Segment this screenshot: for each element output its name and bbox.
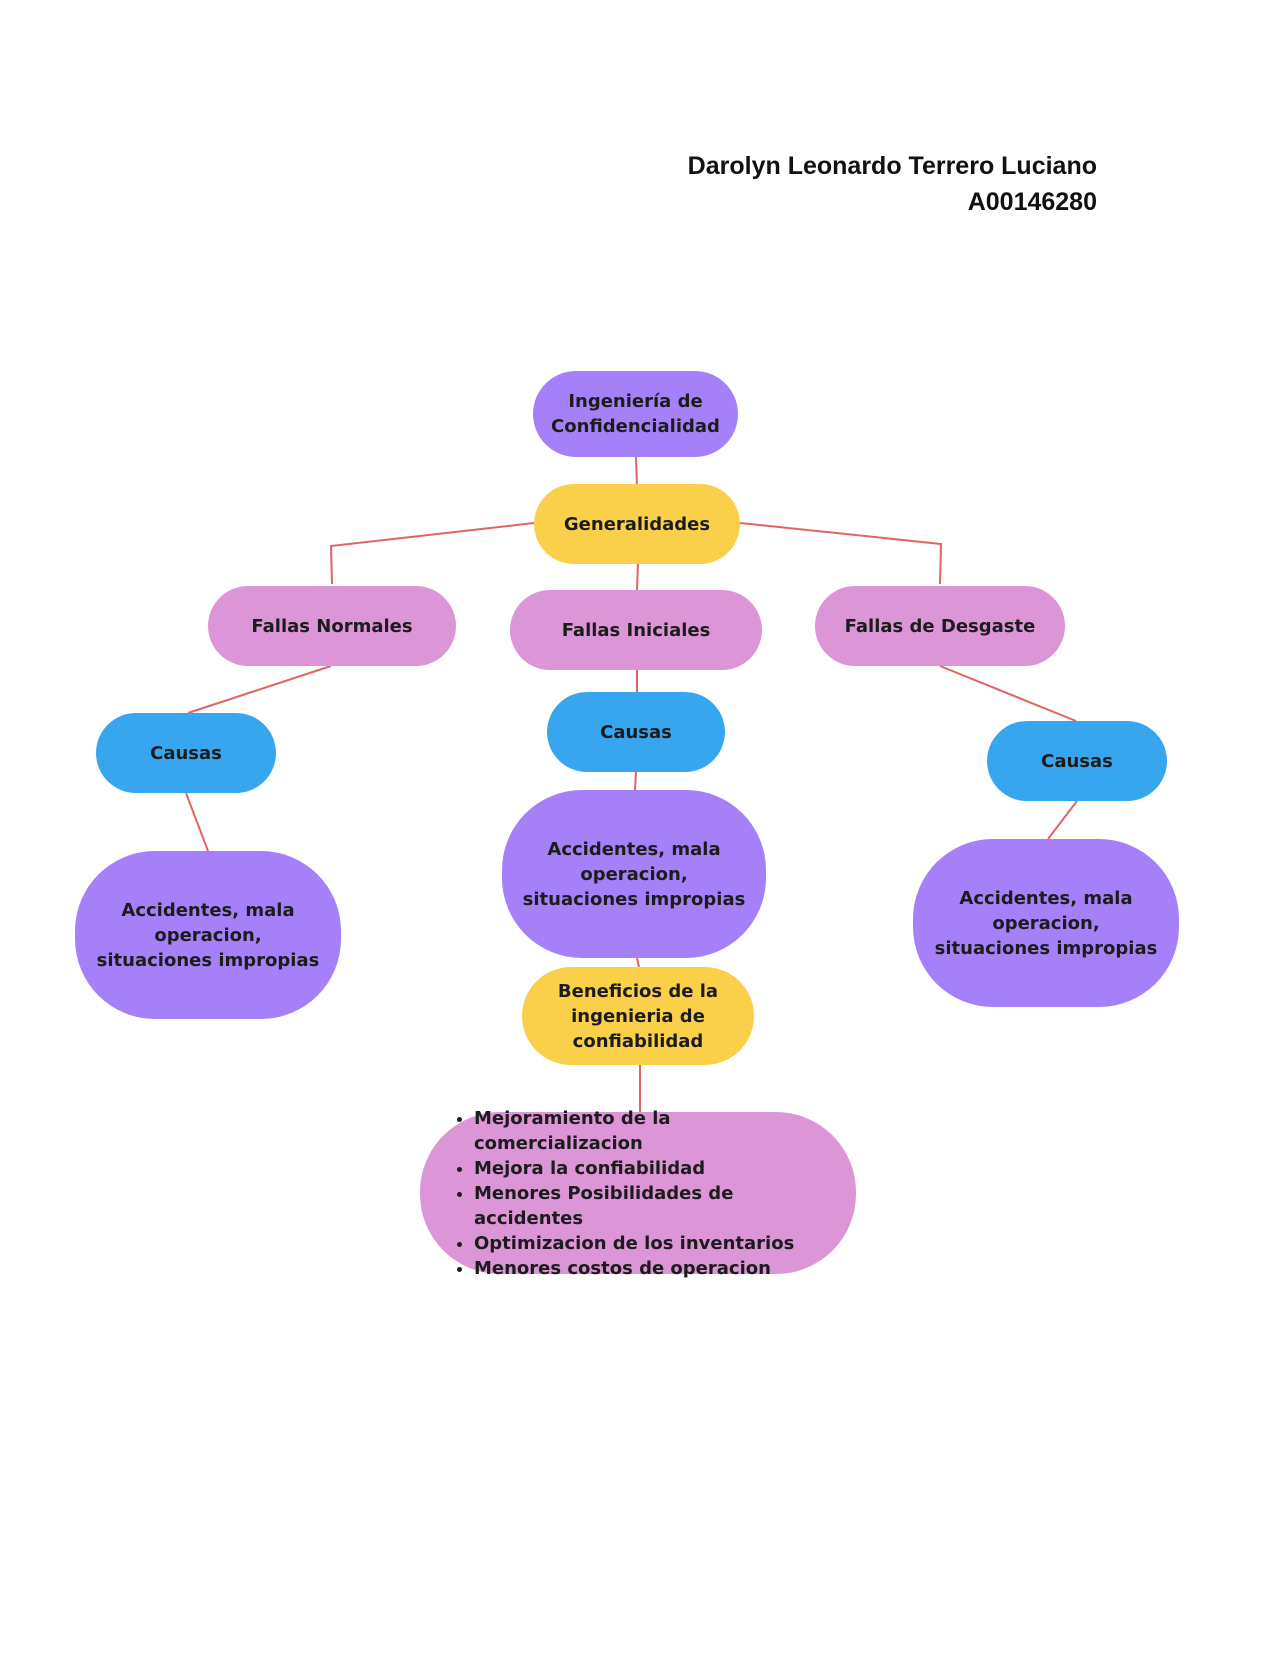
connector-general-right xyxy=(739,522,943,585)
causes-node-left: Causas xyxy=(96,713,276,793)
detail-node-right: Accidentes, mala operacion, situaciones … xyxy=(913,839,1179,1007)
benefit-item: Mejora la confiabilidad xyxy=(474,1156,836,1181)
connector-center-benefits xyxy=(636,957,640,968)
connector-general-center xyxy=(636,561,639,591)
branch-center-label: Fallas Iniciales xyxy=(561,619,711,641)
author-name: Darolyn Leonardo Terrero Luciano xyxy=(687,152,1097,180)
connector-general-left xyxy=(329,522,535,585)
student-id: A00146280 xyxy=(967,188,1097,216)
connector-root-general xyxy=(635,456,638,487)
branch-node-right: Fallas de Desgaste xyxy=(815,586,1065,666)
causes-center-label: Causas xyxy=(600,721,672,743)
causes-right-label: Causas xyxy=(1041,750,1113,772)
document-header: Darolyn Leonardo Terrero Luciano A001462… xyxy=(688,148,1097,220)
benefit-item: Mejoramiento de la comercializacion xyxy=(474,1106,836,1156)
benefit-item: Optimizacion de los inventarios xyxy=(474,1231,836,1256)
causes-node-right: Causas xyxy=(987,721,1167,801)
connector-left-detail xyxy=(185,792,209,852)
branch-left-label: Fallas Normales xyxy=(251,615,413,637)
detail-node-left: Accidentes, mala operacion, situaciones … xyxy=(75,851,341,1019)
root-node-label: Ingeniería de Confidencialidad xyxy=(551,391,720,437)
root-node: Ingeniería de Confidencialidad xyxy=(533,371,738,457)
benefits-list-node: Mejoramiento de la comercializacion Mejo… xyxy=(420,1108,856,1279)
detail-center-label: Accidentes, mala operacion, situaciones … xyxy=(522,838,746,910)
benefit-item: Menores Posibilidades de accidentes xyxy=(474,1181,836,1231)
branch-right-label: Fallas de Desgaste xyxy=(844,615,1036,637)
benefit-item: Menores costos de operacion xyxy=(474,1256,836,1281)
benefits-title-node: Beneficios de la ingenieria de confiabil… xyxy=(522,967,754,1065)
causes-node-center: Causas xyxy=(547,692,725,772)
connector-center-detail xyxy=(634,771,637,791)
connector-left-causas xyxy=(187,665,332,714)
branch-node-center: Fallas Iniciales xyxy=(510,590,762,670)
connector-right-detail xyxy=(1047,800,1078,840)
causes-left-label: Causas xyxy=(150,742,222,764)
branch-node-left: Fallas Normales xyxy=(208,586,456,666)
general-node: Generalidades xyxy=(534,484,740,564)
detail-node-center: Accidentes, mala operacion, situaciones … xyxy=(502,790,766,958)
benefits-list: Mejoramiento de la comercializacion Mejo… xyxy=(450,1106,836,1281)
benefits-title-label: Beneficios de la ingenieria de confiabil… xyxy=(557,980,719,1052)
detail-right-label: Accidentes, mala operacion, situaciones … xyxy=(934,887,1158,959)
detail-left-label: Accidentes, mala operacion, situaciones … xyxy=(96,899,320,971)
general-node-label: Generalidades xyxy=(563,513,711,535)
connector-right-causas xyxy=(939,665,1077,722)
